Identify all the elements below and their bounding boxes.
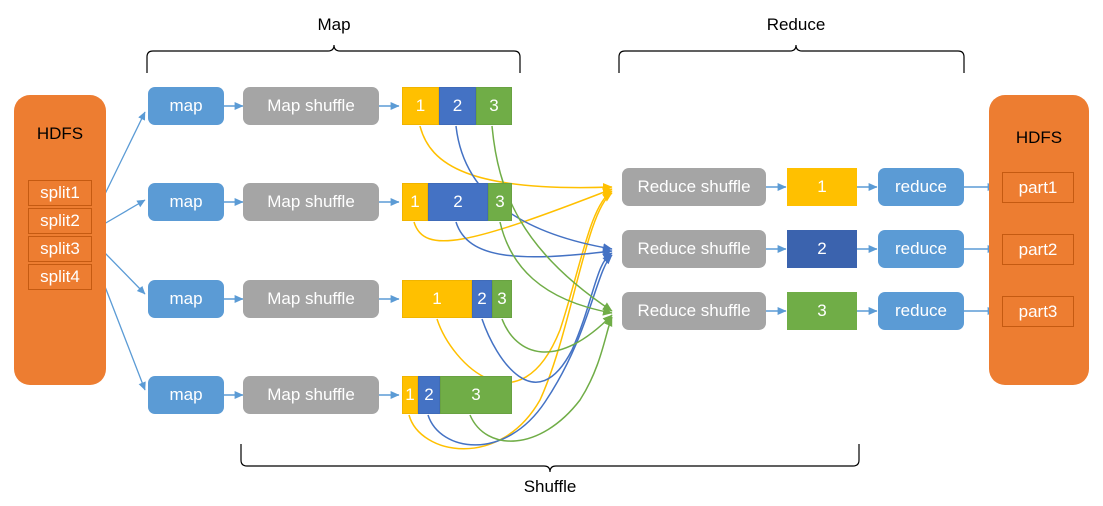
hdfs-output[interactable]: HDFS part1 part2 part3 [989, 95, 1089, 385]
map-to-mapshuffle-arrows [224, 101, 244, 400]
map-task-2[interactable]: map [148, 183, 224, 221]
partition-segment-key1[interactable]: 1 [402, 183, 428, 221]
reduce-shuffle-2[interactable]: Reduce shuffle [622, 230, 766, 268]
part-item-3[interactable]: part3 [1002, 296, 1074, 327]
reduce-key-box-3[interactable]: 3 [787, 292, 857, 330]
reduceshuffle-to-key-arrows [766, 182, 787, 316]
bracket-label-shuffle: Shuffle [523, 477, 577, 496]
key-to-reduce-arrows [857, 182, 878, 316]
part-item-1[interactable]: part1 [1002, 172, 1074, 203]
hdfs-input[interactable]: HDFS split1 split2 split3 split4 [14, 95, 106, 385]
bracket-reduce [618, 44, 965, 73]
map-task-1[interactable]: map [148, 87, 224, 125]
part-item-2[interactable]: part2 [1002, 234, 1074, 265]
bracket-label-map: Map [317, 15, 351, 34]
hdfs-input-title: HDFS [36, 124, 84, 143]
reduce-task-1[interactable]: reduce [878, 168, 964, 206]
partition-bar-1: 1 2 3 [402, 87, 512, 125]
partition-segment-key3[interactable]: 3 [492, 280, 512, 318]
reduce-task-3[interactable]: reduce [878, 292, 964, 330]
partition-segment-key2[interactable]: 2 [418, 376, 440, 414]
partition-segment-key2[interactable]: 2 [472, 280, 492, 318]
partition-segment-key3[interactable]: 3 [488, 183, 512, 221]
map-task-3[interactable]: map [148, 280, 224, 318]
partition-segment-key1[interactable]: 1 [402, 280, 472, 318]
reduce-key-box-2[interactable]: 2 [787, 230, 857, 268]
split-item-1[interactable]: split1 [28, 180, 92, 206]
split-item-4[interactable]: split4 [28, 264, 92, 290]
split-item-3[interactable]: split3 [28, 236, 92, 262]
partition-segment-key1[interactable]: 1 [402, 87, 439, 125]
partition-bar-4: 1 2 3 [402, 376, 512, 414]
partition-bar-2: 1 2 3 [402, 183, 512, 221]
map-shuffle-3[interactable]: Map shuffle [243, 280, 379, 318]
reduce-task-2[interactable]: reduce [878, 230, 964, 268]
partition-segment-key3[interactable]: 3 [440, 376, 512, 414]
bracket-label-reduce: Reduce [766, 15, 826, 34]
partition-segment-key2[interactable]: 2 [439, 87, 476, 125]
hdfs-output-title: HDFS [1015, 128, 1063, 147]
reduce-shuffle-1[interactable]: Reduce shuffle [622, 168, 766, 206]
map-shuffle-1[interactable]: Map shuffle [243, 87, 379, 125]
partition-segment-key3[interactable]: 3 [476, 87, 512, 125]
reduce-shuffle-3[interactable]: Reduce shuffle [622, 292, 766, 330]
partition-segment-key2[interactable]: 2 [428, 183, 488, 221]
map-shuffle-2[interactable]: Map shuffle [243, 183, 379, 221]
partition-bar-3: 1 2 3 [402, 280, 512, 318]
mapshuffle-to-partition-arrows [379, 101, 400, 400]
split-item-2[interactable]: split2 [28, 208, 92, 234]
map-task-4[interactable]: map [148, 376, 224, 414]
bracket-shuffle [240, 444, 860, 473]
partition-segment-key1[interactable]: 1 [402, 376, 418, 414]
reduce-key-box-1[interactable]: 1 [787, 168, 857, 206]
split-to-map-arrows [103, 111, 146, 391]
map-shuffle-4[interactable]: Map shuffle [243, 376, 379, 414]
bracket-map [146, 44, 521, 73]
